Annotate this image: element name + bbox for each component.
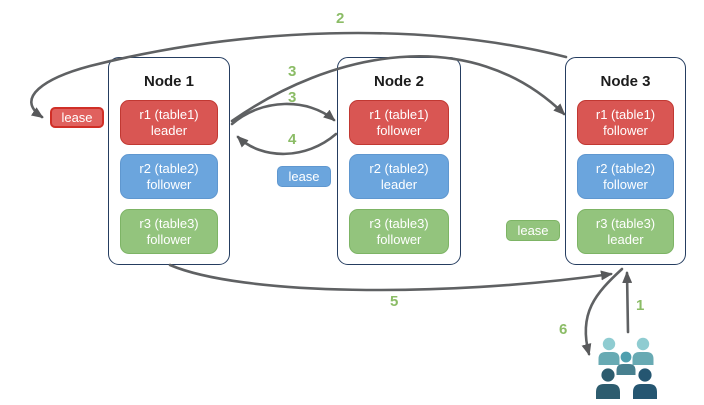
replica-name: r3 (table3) (139, 215, 199, 231)
node-1-replica-r3: r3 (table3) follower (120, 209, 218, 254)
step-label-4: 4 (288, 131, 297, 148)
replica-role: follower (603, 176, 648, 192)
node-2-replica-r3: r3 (table3) follower (349, 209, 449, 254)
replica-name: r2 (table2) (369, 160, 429, 176)
node-1-replica-r1: r1 (table1) leader (120, 100, 218, 145)
person-top-right (632, 337, 654, 365)
replica-role: leader (150, 122, 188, 138)
replica-name: r3 (table3) (369, 215, 429, 231)
node-3-replica-r1: r1 (table1) follower (577, 100, 674, 145)
arrow-step-4-node2-to-node1 (236, 132, 338, 156)
step-label-5: 5 (390, 293, 399, 310)
step-label-6: 6 (559, 321, 568, 338)
node-1-title: Node 1 (143, 73, 194, 90)
node-2-title: Node 2 (373, 73, 424, 90)
node-3-replica-r3: r3 (table3) leader (577, 209, 674, 254)
replica-role: follower (376, 122, 422, 138)
person-bottom-left (596, 368, 620, 399)
lease-badge-red: lease (50, 107, 104, 128)
replica-name: r1 (table1) (139, 106, 199, 122)
person-top-left (598, 337, 620, 365)
replica-name: r1 (table1) (595, 106, 656, 122)
lease-badge-green: lease (506, 220, 560, 241)
replica-name: r2 (table2) (139, 160, 199, 176)
users-icon (596, 337, 657, 399)
step-label-2: 2 (336, 10, 345, 27)
replica-role: leader (607, 231, 644, 247)
arrow-step-5-node1-to-node3 (168, 263, 613, 292)
step-label-3b: 3 (288, 89, 297, 106)
replica-name: r2 (table2) (595, 160, 656, 176)
replica-name: r3 (table3) (595, 215, 656, 231)
replica-name: r1 (table1) (369, 106, 429, 122)
node-2-replica-r2: r2 (table2) leader (349, 154, 449, 199)
step-label-1: 1 (636, 297, 645, 314)
step-label-3a: 3 (288, 63, 297, 80)
replica-role: leader (380, 176, 418, 192)
replica-role: follower (146, 176, 192, 192)
node-1-replica-r2: r2 (table2) follower (120, 154, 218, 199)
replica-role: follower (603, 122, 648, 138)
replica-role: follower (376, 231, 422, 247)
node-3-title: Node 3 (600, 73, 651, 90)
node-2-replica-r1: r1 (table1) follower (349, 100, 449, 145)
node-2-box: Node 2 r1 (table1) follower r2 (table2) … (337, 57, 461, 265)
arrow-step-3-node1-to-node2 (230, 102, 336, 126)
node-3-replica-r2: r2 (table2) follower (577, 154, 674, 199)
lease-badge-blue: lease (277, 166, 331, 187)
node-1-box: Node 1 r1 (table1) leader r2 (table2) fo… (108, 57, 230, 265)
node-3-box: Node 3 r1 (table1) follower r2 (table2) … (565, 57, 686, 265)
arrow-step-1-users-to-node3 (622, 271, 633, 334)
person-bottom-right (633, 368, 657, 399)
replica-role: follower (146, 231, 192, 247)
